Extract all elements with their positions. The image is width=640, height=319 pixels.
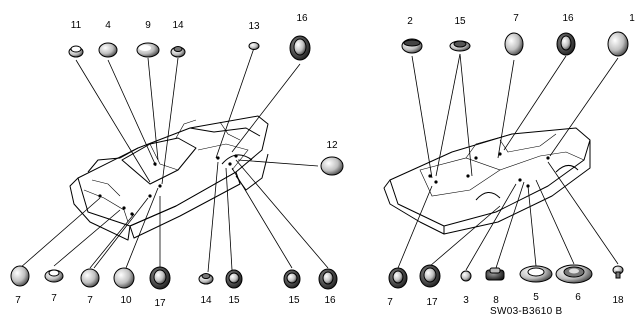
grommet-part [318, 268, 338, 290]
part-label: 8 [493, 295, 499, 306]
grommet-part [225, 269, 243, 289]
part-label: 14 [200, 295, 212, 306]
grommet-part [556, 32, 576, 56]
left-parts-top [68, 35, 344, 176]
part-label: 1 [629, 13, 635, 24]
part-label: 16 [562, 13, 574, 24]
part-label: 15 [288, 295, 300, 306]
diagram-code: SW03-B3610 B [490, 306, 563, 317]
grommet-part [149, 266, 171, 290]
cap-part [320, 156, 344, 176]
part-label: 14 [172, 20, 184, 31]
grommet-part [555, 264, 593, 284]
clip-part [612, 265, 624, 279]
grommet-part [170, 46, 186, 58]
grommet-part [419, 264, 441, 288]
plug-part [113, 267, 135, 289]
right-parts-bottom [388, 264, 624, 289]
cap-part [10, 265, 30, 287]
right-parts-top [401, 31, 629, 57]
part-label: 2 [407, 16, 413, 27]
part-label: 3 [463, 295, 469, 306]
right-vehicle-body [383, 127, 591, 235]
grommet-part [283, 269, 301, 289]
part-label: 15 [454, 16, 466, 27]
plug-part [248, 42, 260, 50]
plug-part [401, 38, 423, 54]
left-leader-lines [19, 47, 329, 273]
plug-part [460, 270, 472, 282]
grommet-part [519, 265, 553, 283]
part-label: 7 [15, 295, 21, 306]
part-label: 4 [105, 20, 111, 31]
grommet-part [388, 267, 408, 289]
part-label: 5 [533, 292, 539, 303]
cap-part [607, 31, 629, 57]
part-label: 16 [296, 13, 308, 24]
left-parts-bottom [10, 265, 338, 290]
part-label: 16 [324, 295, 336, 306]
grommet-part [289, 35, 311, 61]
cap-part [504, 32, 524, 56]
part-label: 17 [154, 298, 166, 309]
part-label: 7 [387, 297, 393, 308]
part-label: 11 [71, 20, 82, 31]
part-label: 6 [575, 292, 581, 303]
grommet-part [485, 267, 505, 281]
part-label: 15 [228, 295, 240, 306]
part-label: 7 [87, 295, 93, 306]
cap-part [80, 268, 100, 288]
right-labels: 2 15 7 16 1 7 17 3 8 5 6 18 SW03-B3610 B [387, 13, 635, 317]
part-label: 13 [248, 21, 260, 32]
grommet-part [44, 269, 64, 283]
grommet-part [198, 273, 214, 285]
part-label: 7 [513, 13, 519, 24]
cap-part [136, 42, 160, 58]
part-label: 17 [426, 297, 438, 308]
plug-part [98, 42, 118, 58]
part-label: 12 [326, 140, 338, 151]
grommet-part [449, 40, 471, 52]
grommet-part [68, 45, 84, 58]
part-label: 7 [51, 293, 57, 304]
right-leader-lines [397, 53, 619, 271]
part-label: 9 [145, 20, 151, 31]
left-labels: 11 4 9 14 13 16 12 7 7 7 10 17 14 15 15 … [15, 13, 338, 309]
part-label: 10 [120, 295, 132, 306]
part-label: 18 [612, 295, 624, 306]
